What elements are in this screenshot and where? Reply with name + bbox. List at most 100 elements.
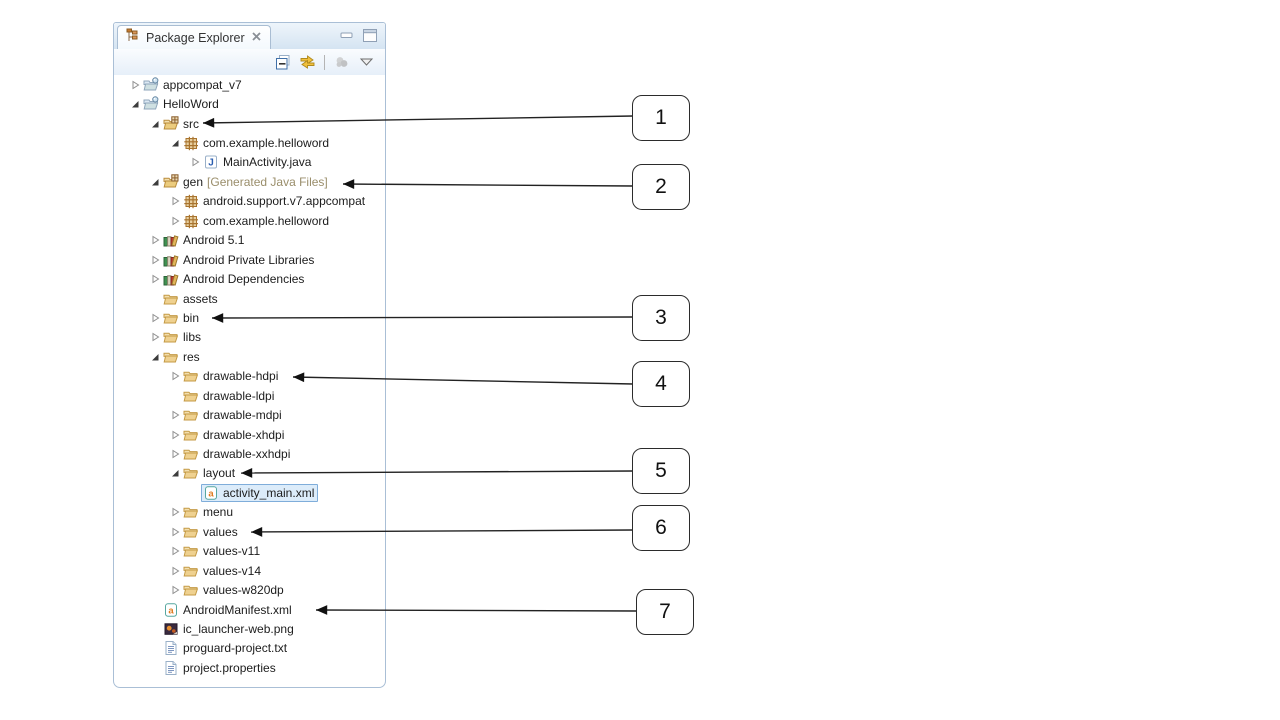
collapse-arrow-icon[interactable] [127,96,143,112]
tree-item-label: HelloWord [163,97,219,112]
tree-item-com-example-helloword[interactable]: com.example.helloword [114,133,384,152]
folder-icon [183,582,199,598]
tree-item-android-private-libraries[interactable]: Android Private Libraries [114,250,384,269]
collapse-arrow-icon[interactable] [167,135,183,151]
callout-box-6: 6 [632,505,690,551]
expand-arrow-icon[interactable] [147,232,163,248]
text-file-icon [163,660,179,676]
twisty-spacer [147,602,163,618]
tree-item-proguard-project-txt[interactable]: proguard-project.txt [114,639,384,658]
source-folder-icon [163,174,179,190]
expand-arrow-icon[interactable] [167,407,183,423]
tree-item-gen[interactable]: gen[Generated Java Files] [114,172,384,191]
tree-item-drawable-xxhdpi[interactable]: drawable-xxhdpi [114,444,384,463]
minimize-icon[interactable] [340,29,354,42]
tree-item-drawable-hdpi[interactable]: drawable-hdpi [114,367,384,386]
expand-arrow-icon[interactable] [147,271,163,287]
tree-item-drawable-ldpi[interactable]: drawable-ldpi [114,386,384,405]
expand-arrow-icon[interactable] [147,252,163,268]
tree-item-android-dependencies[interactable]: Android Dependencies [114,269,384,288]
callout-box-7: 7 [636,589,694,635]
tree-item-values[interactable]: values [114,522,384,541]
expand-arrow-icon[interactable] [167,563,183,579]
expand-arrow-icon[interactable] [147,329,163,345]
expand-arrow-icon[interactable] [167,368,183,384]
library-icon [163,252,179,268]
tree-item-bin[interactable]: bin [114,308,384,327]
expand-arrow-icon[interactable] [167,543,183,559]
package-explorer-panel: Package Explorer [113,22,386,688]
tree-item-libs[interactable]: libs [114,328,384,347]
tree-item-ic-launcher-web-png[interactable]: ic_launcher-web.png [114,619,384,638]
tree-item-drawable-xhdpi[interactable]: drawable-xhdpi [114,425,384,444]
twisty-spacer [147,291,163,307]
tree-item-src[interactable]: src [114,114,384,133]
folder-icon [183,504,199,520]
folder-icon [183,543,199,559]
tree-item-layout[interactable]: layout [114,464,384,483]
tree-item-assets[interactable]: assets [114,289,384,308]
tree-item-label: com.example.helloword [203,213,330,228]
callout-box-2: 2 [632,164,690,210]
tree-item-label: project.properties [183,660,276,675]
tree-item-values-v14[interactable]: values-v14 [114,561,384,580]
folder-icon [163,291,179,307]
tree-item-com-example-helloword[interactable]: com.example.helloword [114,211,384,230]
tree-item-values-v11[interactable]: values-v11 [114,542,384,561]
xml-file-icon: a [203,485,219,501]
twisty-spacer [147,640,163,656]
expand-arrow-icon[interactable] [167,504,183,520]
tree-item-android-5-1[interactable]: Android 5.1 [114,231,384,250]
tree-item-helloword[interactable]: HelloWord [114,94,384,113]
expand-arrow-icon[interactable] [187,154,203,170]
collapse-arrow-icon[interactable] [167,465,183,481]
collapse-all-icon[interactable] [274,54,291,71]
tree-item-label: drawable-hdpi [203,369,279,384]
tree-item-values-w820dp[interactable]: values-w820dp [114,580,384,599]
view-toolbar [114,49,385,75]
tree-item-label: values [203,524,238,539]
package-icon [183,135,199,151]
tree-item-project-properties[interactable]: project.properties [114,658,384,677]
tree-item-menu[interactable]: menu [114,503,384,522]
collapse-arrow-icon[interactable] [147,116,163,132]
folder-icon [183,427,199,443]
link-with-editor-icon[interactable] [299,54,316,71]
tab-package-explorer[interactable]: Package Explorer [117,25,271,49]
folder-icon [183,524,199,540]
expand-arrow-icon[interactable] [167,427,183,443]
svg-text:a: a [208,488,214,499]
expand-arrow-icon[interactable] [167,582,183,598]
tree-item-label: values-w820dp [203,583,284,598]
focus-task-icon[interactable] [333,54,350,71]
package-icon [183,193,199,209]
folder-icon [163,349,179,365]
collapse-arrow-icon[interactable] [147,174,163,190]
package-icon [183,213,199,229]
tree-item-label: gen [183,174,204,189]
expand-arrow-icon[interactable] [167,446,183,462]
close-icon[interactable] [251,29,262,47]
expand-arrow-icon[interactable] [167,193,183,209]
folder-icon [163,310,179,326]
tree-item-drawable-mdpi[interactable]: drawable-mdpi [114,405,384,424]
expand-arrow-icon[interactable] [127,77,143,93]
folder-icon [163,329,179,345]
tree-item-res[interactable]: res [114,347,384,366]
project-icon [143,96,159,112]
expand-arrow-icon[interactable] [147,310,163,326]
tree-item-android-support-v7-appcompat[interactable]: android.support.v7.appcompat [114,192,384,211]
collapse-arrow-icon[interactable] [147,349,163,365]
expand-arrow-icon[interactable] [167,524,183,540]
tree-item-label: AndroidManifest.xml [183,602,292,617]
restore-icon[interactable] [363,29,377,42]
tree-item-appcompat-v7[interactable]: appcompat_v7 [114,75,384,94]
tree-item-decoration: [Generated Java Files] [207,174,328,189]
view-menu-dropdown-icon[interactable] [358,54,375,71]
expand-arrow-icon[interactable] [167,213,183,229]
